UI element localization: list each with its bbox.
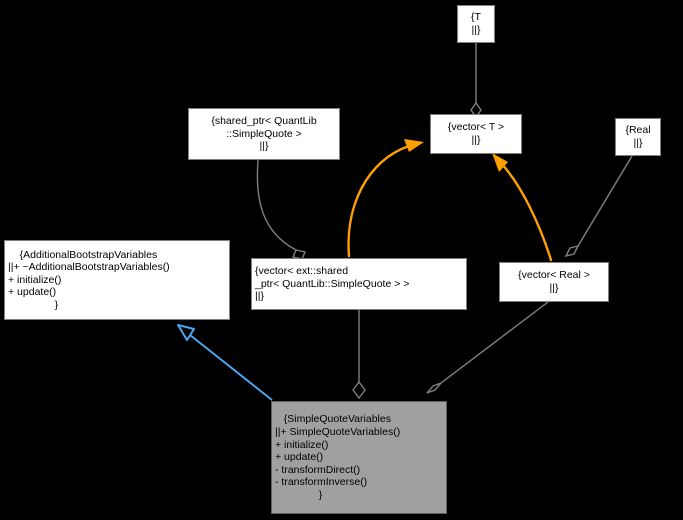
- node-shared-ptr-quantlib-simplequote[interactable]: {shared_ptr< QuantLib ::SimpleQuote > ||…: [188, 108, 340, 160]
- node-vector-of-t[interactable]: {vector< T > ||}: [430, 114, 522, 154]
- edge-vector-real-to-simple-quote-variables: [426, 301, 549, 394]
- edge-simple-quote-variables-inherits-additional-bootstrap-variables: [177, 324, 273, 401]
- node-label: {T ||}: [471, 11, 481, 36]
- node-simple-quote-variables-class[interactable]: {SimpleQuoteVariables ||+ SimpleQuoteVar…: [271, 401, 447, 514]
- edge-t-to-vector-t: [470, 43, 482, 119]
- node-label: {vector< T > ||}: [447, 121, 505, 146]
- node-real-type[interactable]: {Real ||}: [615, 118, 661, 156]
- node-vector-of-ext-shared-ptr-simplequote[interactable]: {vector< ext::shared _ptr< QuantLib::Sim…: [251, 258, 467, 310]
- node-label: {AdditionalBootstrapVariables ||+ ~Addit…: [8, 248, 170, 311]
- node-label: {vector< Real > ||}: [518, 269, 590, 294]
- node-template-parameter-t[interactable]: {T ||}: [457, 5, 495, 43]
- node-vector-of-real[interactable]: {vector< Real > ||}: [499, 262, 609, 302]
- edge-real-to-vector-real: [564, 155, 633, 258]
- edge-vector-ext-shared-ptr-to-vector-t: [347, 139, 424, 258]
- edge-vector-ext-shared-ptr-to-simple-quote-variables: [352, 310, 366, 400]
- edge-shared-ptr-to-vector-ext-shared-ptr: [256, 159, 306, 260]
- node-label: {SimpleQuoteVariables ||+ SimpleQuoteVar…: [275, 413, 401, 501]
- node-additional-bootstrap-variables-class[interactable]: {AdditionalBootstrapVariables ||+ ~Addit…: [4, 240, 230, 320]
- node-label: {shared_ptr< QuantLib ::SimpleQuote > ||…: [211, 115, 317, 153]
- node-label: {Real ||}: [625, 124, 651, 149]
- node-label: {vector< ext::shared _ptr< QuantLib::Sim…: [255, 265, 410, 303]
- edge-vector-real-to-vector-t: [492, 153, 553, 262]
